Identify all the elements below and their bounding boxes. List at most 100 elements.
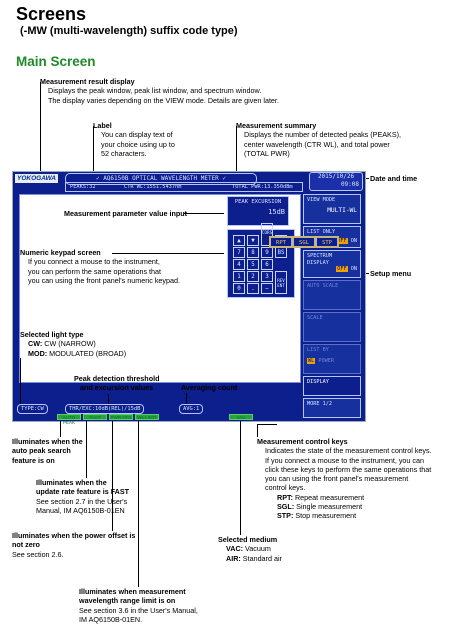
fast-annotation: Illuminates when the update rate feature…: [36, 478, 129, 515]
stp-key-desc: Stop measurement: [293, 511, 357, 521]
keypad-key[interactable]: .: [247, 283, 259, 294]
stp-key-label: STP:: [277, 511, 294, 521]
keypad-key[interactable]: 0: [233, 283, 245, 294]
rpt-key[interactable]: RPT: [270, 237, 292, 247]
screen-label: ✓ AQ6150B OPTICAL WAVELENGTH METER ✓: [65, 173, 257, 185]
menu-view-mode-value: MULTI-WL: [327, 206, 357, 214]
medium-title: Selected medium: [218, 535, 278, 544]
page-title: Screens: [16, 4, 87, 24]
screen-status-bar: TYPE:CW THR/EXC:10dB(REL)/15dB AVG:1 AUT…: [13, 404, 365, 425]
fast-text-4: Manual, IM AQ6150B-01EN: [36, 505, 125, 515]
keypad-text-2: you can perform the same operations that: [28, 266, 162, 276]
menu-list-by-label: LIST BY: [307, 347, 329, 353]
medium-indicator: VAC: [229, 414, 253, 420]
label-text-1: You can display text of: [101, 130, 173, 140]
param-input-annotation: Measurement parameter value input: [64, 209, 188, 218]
keypad-key[interactable]: ▲: [233, 235, 245, 246]
result-text-2: The display varies depending on the VIEW…: [48, 95, 279, 105]
keypad-key[interactable]: 4: [233, 259, 245, 270]
result-title: Measurement result display: [40, 77, 135, 86]
keypad-key[interactable]: 1: [233, 271, 245, 282]
limit-text-4: IM AQ6150B-01EN.: [79, 614, 143, 624]
keypad-key[interactable]: 7: [233, 247, 245, 258]
datetime-annotation: Date and time: [370, 174, 418, 183]
peak-threshold-annotation: Peak detection threshold and excursion v…: [74, 374, 159, 393]
label-text-3: 52 characters.: [101, 148, 147, 158]
keypad-key[interactable]: −: [261, 283, 273, 294]
light-type-indicator: TYPE:CW: [17, 404, 48, 414]
medium-air-value: Standard air: [240, 553, 282, 563]
keypad-key[interactable]: 2: [247, 271, 259, 282]
medium-vac-value: Vacuum: [243, 544, 271, 554]
spectrum-toggle: OFF ON: [336, 266, 357, 272]
screen-time: 09:08: [340, 181, 359, 188]
measurement-summary: PEAKS:32 CTR WL:1551.5437nm TOTAL PWR:13…: [65, 182, 303, 192]
menu-more[interactable]: MORE 1/2: [303, 398, 361, 418]
peak-threshold-text-1: Peak detection threshold: [74, 374, 160, 383]
power-offset-annotation: Illuminates when the power offset is not…: [12, 531, 135, 559]
keypad-key[interactable]: ▼: [247, 235, 259, 246]
yokogawa-logo: YOKOGAWA: [15, 174, 59, 183]
section-title: Main Screen: [16, 54, 96, 69]
keypad-key[interactable]: BS: [275, 247, 287, 258]
summary-annotation: Measurement summary Displays the number …: [236, 121, 401, 158]
auto-peak-indicator: AUTO PEAK: [57, 414, 81, 425]
label-title: Label: [93, 121, 112, 130]
menu-view-mode-label: VIEW MODE: [307, 197, 336, 203]
keypad-key[interactable]: REV ENT: [275, 271, 287, 294]
instrument-screen: YOKOGAWA ✓ AQ6150B OPTICAL WAVELENGTH ME…: [12, 171, 366, 425]
keypad-key[interactable]: 3: [261, 271, 273, 282]
keypad-text-1: If you connect a mouse to the instrument…: [28, 257, 160, 267]
keypad-key[interactable]: 5: [247, 259, 259, 270]
keypad-key[interactable]: 6: [261, 259, 273, 270]
offset-text-1: Illuminates when the power offset is: [12, 531, 136, 540]
summary-ctr-wl: CTR WL:1551.5437nm: [124, 184, 182, 190]
peak-excursion-label: PEAK EXCURSION: [234, 199, 282, 205]
screen-date: 2015/10/26: [317, 173, 355, 180]
summary-title: Measurement summary: [236, 121, 317, 130]
light-type-title: Selected light type: [20, 330, 84, 339]
rpt-key-desc: Repeat measurement: [292, 492, 365, 502]
keypad-key[interactable]: CORS: [261, 223, 273, 246]
fast-text-1: Illuminates when the: [36, 478, 107, 487]
result-annotation: Measurement result display Displays the …: [40, 77, 279, 105]
light-cw-key: CW:: [28, 339, 43, 349]
auto-peak-text-3: feature is on: [12, 455, 55, 465]
menu-list-by[interactable]: LIST BY WL POWER: [303, 344, 361, 374]
menu-scale[interactable]: SCALE: [303, 312, 361, 342]
keypad-text-3: you can using the front panel's numeric …: [28, 275, 181, 285]
ctrl-text-1: Indicates the state of the measurement c…: [265, 446, 432, 456]
menu-auto-scale[interactable]: AUTO SCALE: [303, 280, 361, 310]
menu-spectrum-label-2: DISPLAY: [307, 259, 329, 266]
light-cw-value: CW (NARROW): [42, 339, 96, 349]
list-only-toggle: OFF ON: [336, 237, 357, 244]
label-annotation: Label You can display text of your choic…: [93, 121, 175, 158]
menu-view-mode[interactable]: VIEW MODE MULTI-WL: [303, 194, 361, 224]
menu-spectrum-label: SPECTRUM: [307, 253, 332, 259]
offset-text-2: not zero: [12, 540, 40, 550]
limit-text-1: Illuminates when measurement: [79, 587, 186, 596]
keypad-key[interactable]: 9: [261, 247, 273, 258]
keypad-key[interactable]: 8: [247, 247, 259, 258]
stp-key[interactable]: STP: [316, 237, 338, 247]
list-by-toggle: WL POWER: [307, 357, 334, 364]
fast-text-2: update rate feature is FAST: [36, 487, 130, 497]
peak-excursion-value: 15dB: [268, 208, 285, 216]
light-mod-key: MOD:: [28, 348, 48, 358]
fast-indicator: FAST: [83, 414, 107, 420]
power-offset-indicator: PWR OFS: [109, 414, 133, 420]
threshold-indicator: THR/EXC:10dB(REL)/15dB: [65, 404, 145, 414]
menu-spectrum-display[interactable]: SPECTRUM DISPLAY OFF ON: [303, 250, 361, 278]
sgl-key[interactable]: SGL: [293, 237, 315, 247]
medium-annotation: Selected medium VAC: Vacuum AIR: Standar…: [218, 535, 282, 563]
sgl-key-label: SGL:: [277, 502, 295, 512]
keypad-title: Numeric keypad screen: [20, 248, 101, 257]
summary-total-pwr: TOTAL PWR:13.350dBm: [232, 184, 293, 190]
fast-text-3: See section 2.7 in the User's: [36, 496, 128, 506]
menu-display[interactable]: DISPLAY: [303, 376, 361, 396]
summary-peaks: PEAKS:32: [70, 184, 96, 190]
peak-excursion-input[interactable]: PEAK EXCURSION 15dB: [227, 196, 289, 226]
menu-list-only-label: LIST ONLY: [307, 229, 336, 235]
light-type-annotation: Selected light type CW: CW (NARROW) MOD:…: [20, 330, 126, 358]
